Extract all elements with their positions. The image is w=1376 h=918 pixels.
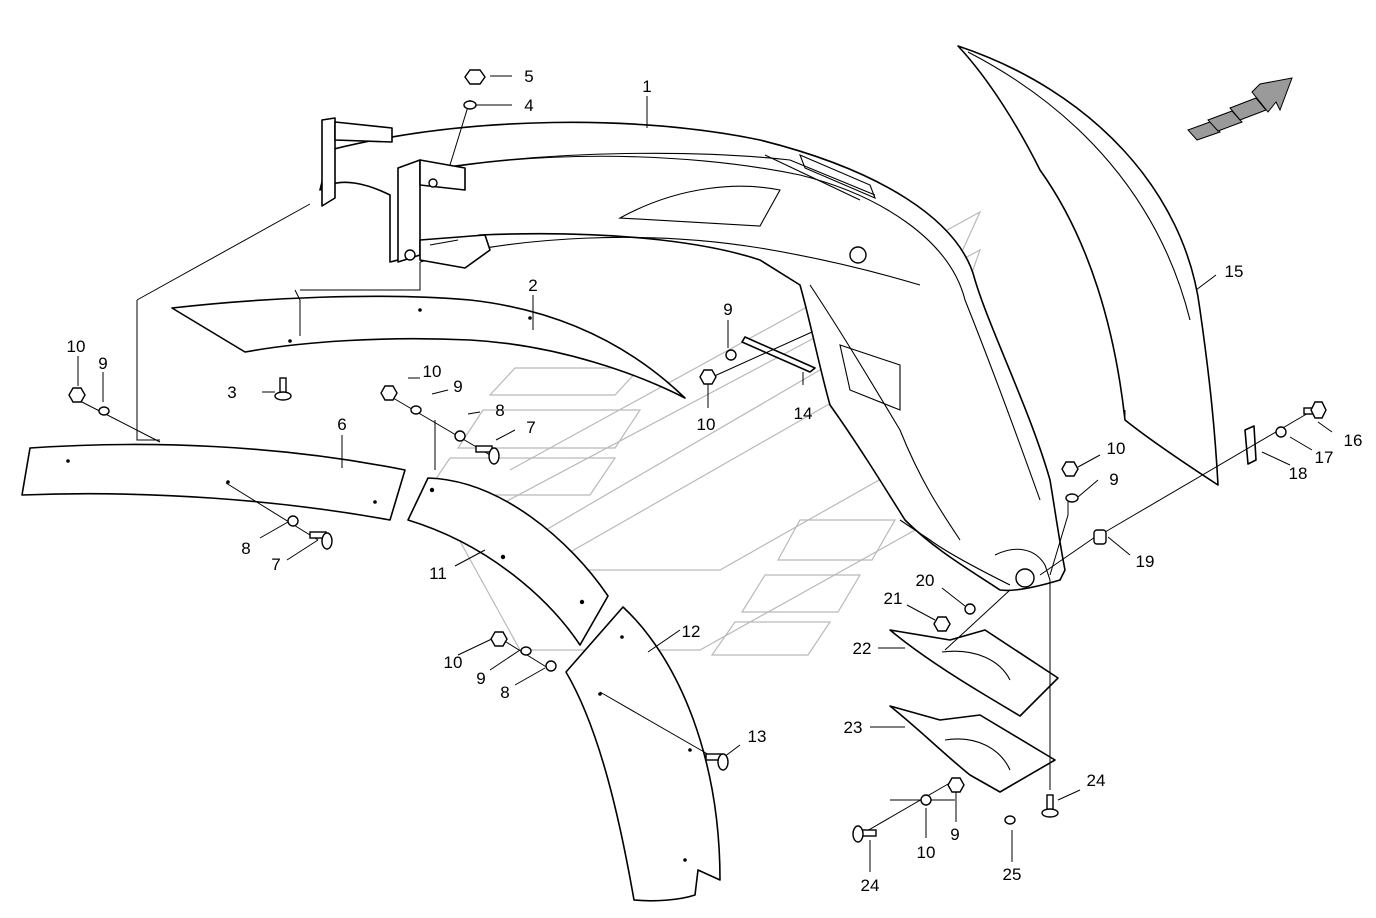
callout-7-mid: 7 (526, 418, 535, 437)
callout-7-left: 7 (271, 555, 280, 574)
part-12-rear-flap (565, 606, 721, 902)
callout-10-mid: 10 (423, 362, 442, 381)
callout-8-left: 8 (241, 539, 250, 558)
fender-mounting-bracket (321, 117, 491, 269)
callout-10-bottom: 10 (917, 843, 936, 862)
callout-24-right: 24 (1087, 771, 1106, 790)
callout-12: 12 (682, 622, 701, 641)
nut-10-right (1061, 461, 1079, 477)
callout-10-center: 10 (697, 415, 716, 434)
part-11-curved-flap (407, 477, 609, 646)
part-18-shim (1244, 425, 1257, 465)
nut-10-left (68, 387, 86, 403)
callout-18: 18 (1289, 464, 1308, 483)
bolt-24-right (1041, 794, 1059, 818)
callout-14: 14 (794, 404, 813, 423)
part-14-strip (741, 336, 816, 373)
callout-3: 3 (227, 383, 236, 402)
part-2-trim-strip (171, 295, 686, 399)
callout-17: 17 (1315, 448, 1334, 467)
bolt-7-mid (475, 445, 500, 465)
bolt-13 (705, 753, 729, 771)
washer-17 (1275, 426, 1287, 438)
callout-9-right: 9 (1109, 470, 1118, 489)
callout-13: 13 (748, 727, 767, 746)
callout-4: 4 (524, 96, 533, 115)
callout-25: 25 (1003, 865, 1022, 884)
callout-labels: 1 2 3 4 5 6 7 7 8 8 8 9 9 9 9 9 9 10 10 … (67, 67, 1363, 895)
callout-10-lower: 10 (444, 653, 463, 672)
washer-9-center (725, 349, 737, 361)
callout-5: 5 (524, 67, 533, 86)
callout-23: 23 (844, 718, 863, 737)
assembly-lines (77, 99, 1311, 836)
callout-21: 21 (884, 589, 903, 608)
direction-arrow-icon (1187, 77, 1293, 141)
part-22-plate (889, 629, 1059, 717)
washer-9-left (98, 406, 110, 416)
callout-9-bottom: 9 (950, 825, 959, 844)
callout-11: 11 (429, 564, 447, 583)
washer-9-mid (410, 405, 422, 415)
washer-9-lower (520, 646, 532, 656)
callout-6: 6 (337, 415, 346, 434)
callout-9-lower: 9 (476, 669, 485, 688)
nut-10-center (699, 369, 717, 385)
callout-10-left: 10 (67, 337, 86, 356)
callout-9-left: 9 (98, 354, 107, 373)
callout-1: 1 (642, 77, 651, 96)
nut-9-bottom (947, 777, 965, 793)
washer-8-left (287, 515, 299, 527)
callout-19: 19 (1136, 552, 1155, 571)
callout-9-center: 9 (723, 300, 732, 319)
callout-pointers (77, 75, 1333, 872)
washer-9-right (1065, 493, 1079, 503)
callout-8-lower: 8 (500, 683, 509, 702)
callout-9-mid: 9 (453, 377, 462, 396)
callout-20: 20 (916, 571, 935, 590)
callout-22: 22 (853, 639, 872, 658)
bolt-3 (274, 377, 292, 401)
nut-10-lower (490, 631, 508, 647)
part-1-main-fender (319, 121, 1066, 592)
hardware (68, 69, 1327, 843)
bolt-7-left (309, 531, 333, 550)
callout-2: 2 (528, 276, 537, 295)
washer-8-lower (545, 660, 557, 672)
bolt-24-left (852, 825, 877, 843)
callout-8-mid: 8 (495, 401, 504, 420)
part-23-plate (889, 705, 1056, 793)
washer-4 (463, 100, 477, 110)
washer-10-bottom (920, 794, 932, 806)
nut-21 (933, 616, 951, 632)
callout-16: 16 (1344, 431, 1363, 450)
callout-10-right: 10 (1107, 439, 1126, 458)
bolt-16 (1303, 401, 1327, 419)
part-6-trim-strip (21, 443, 406, 521)
nut-5 (464, 69, 486, 85)
part-15-rear-panel (957, 45, 1219, 486)
washer-25 (1004, 815, 1016, 825)
nut-10-mid (380, 385, 398, 401)
washer-8-mid (454, 430, 466, 442)
spacer-19 (1093, 529, 1107, 545)
washer-20 (964, 603, 976, 615)
callout-15: 15 (1225, 262, 1244, 281)
callout-24-left: 24 (861, 876, 880, 895)
